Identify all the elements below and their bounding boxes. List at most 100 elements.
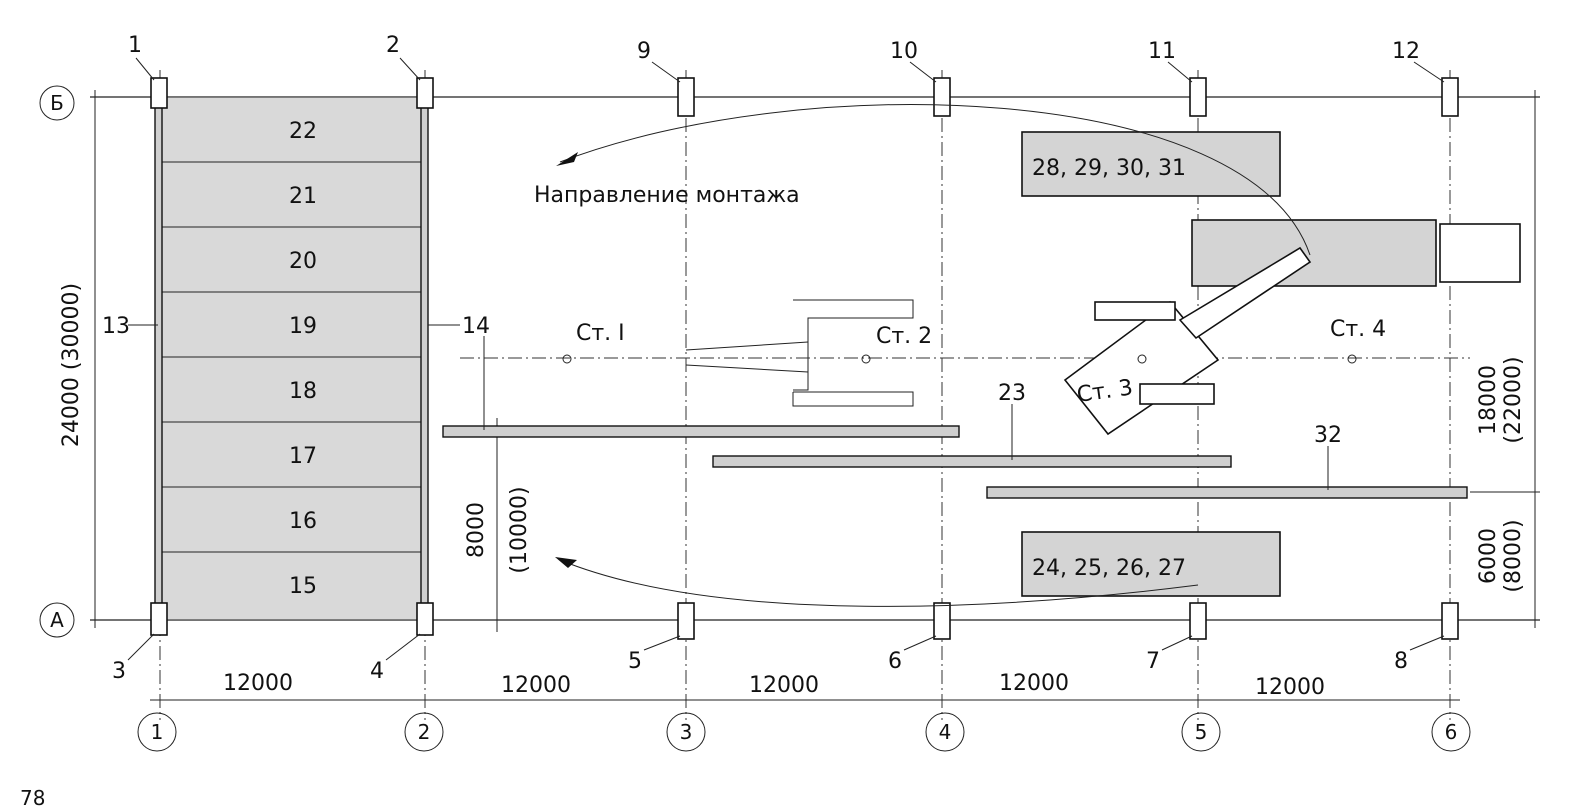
slab-18 [159,356,426,423]
column-7 [1189,602,1207,640]
axis-bubble-1 [137,712,177,752]
leader-col-4 [385,633,421,661]
leader-col-1 [135,57,155,81]
block-label-bottom: 24, 25, 26, 27 [1032,556,1186,581]
station-point-2 [861,354,871,364]
leader-col-6 [903,635,937,651]
station-label-1: Ст. I [576,321,625,346]
span-dimension-2: 12000 [501,673,571,698]
column-number-8: 8 [1394,649,1408,674]
column-5 [677,602,695,640]
side-beam-label-13: 13 [102,314,130,339]
station-point-1 [562,354,572,364]
direction-label: Направление монтажа [534,183,800,208]
slab-15 [159,551,426,621]
column-number-3: 3 [112,659,126,684]
axis-bubble-a [39,602,75,638]
slab-label-22: 22 [289,119,317,144]
crane-boom-st3 [1178,246,1312,340]
leader-col-5 [643,635,681,651]
left-height-dimension: 24000 (30000) [59,283,84,447]
mid-height-dimension-alt: (10000) [507,486,532,573]
crane-body-st3 [1063,300,1220,436]
leader-col-3 [127,633,155,661]
direction-arc-bottom [559,559,1199,607]
crane-boom-st2 [685,341,809,351]
leader-col-7 [1161,635,1193,651]
slab-20 [159,226,426,293]
leader-col-10 [909,61,937,83]
side-beam-13 [154,96,163,621]
column-number-11: 11 [1148,39,1176,64]
crane-outline-st2 [793,299,914,391]
column-number-6: 6 [888,649,902,674]
axis-bubble-6 [1431,712,1471,752]
beam-label-23: 23 [998,381,1026,406]
column-number-10: 10 [890,39,918,64]
station-label-2: Ст. 2 [876,324,932,349]
axis-label-5: 5 [1195,720,1208,744]
span-dimension-5: 12000 [1255,675,1325,700]
column-number-7: 7 [1146,649,1160,674]
span-dimension-4: 12000 [999,671,1069,696]
side-beam-label-14: 14 [462,314,490,339]
column-number-5: 5 [628,649,642,674]
direction-arrow-bottom [555,557,577,568]
column-8 [1441,602,1459,640]
crane-outrigger-st3-a [1094,301,1176,321]
column-3 [150,602,168,636]
beam-label-32: 32 [1314,423,1342,448]
axis-label-6: 6 [1445,720,1458,744]
truck-cabin [1439,223,1521,283]
column-4 [416,602,434,636]
crane-outrigger-st3-b [1139,383,1215,405]
page-number: 78 [20,786,45,810]
slab-label-19: 19 [289,314,317,339]
right-bottom-dimension: 6000 [1476,528,1501,584]
span-dimension-3: 12000 [749,673,819,698]
side-beam-14 [420,96,429,621]
block-stack-bottom [1021,531,1281,597]
column-number-12: 12 [1392,39,1420,64]
column-12 [1441,77,1459,117]
column-6 [933,602,951,640]
crane-outline-st2-b [792,391,914,407]
column-11 [1189,77,1207,117]
leader-col-8 [1409,635,1445,651]
slab-16 [159,486,426,553]
axis-label-2: 2 [418,720,431,744]
crane-boom-st2-b [685,364,809,373]
column-9 [677,77,695,117]
right-top-dimension-alt: (22000) [1501,356,1526,443]
column-number-4: 4 [370,659,384,684]
column-2 [416,77,434,109]
beam-14 [442,425,960,438]
axis-bubble-3 [666,712,706,752]
column-number-9: 9 [637,39,651,64]
columns [150,77,1459,640]
station-point-4 [1347,354,1357,364]
column-1 [150,77,168,109]
right-top-dimension: 18000 [1476,365,1501,435]
beam-23 [712,455,1232,468]
span-dimension-1: 12000 [223,671,293,696]
leader-col-9 [651,61,681,83]
station-label-4: Ст. 4 [1330,317,1386,342]
slab-label-17: 17 [289,444,317,469]
slab-label-15: 15 [289,574,317,599]
beam-32 [986,486,1468,499]
slab-label-18: 18 [289,379,317,404]
station-point-3 [1137,354,1147,364]
column-number-1: 1 [128,33,142,58]
leader-col-2 [399,57,421,81]
axis-bubble-2 [404,712,444,752]
axis-label-4: 4 [939,720,952,744]
slab-group: 22 21 20 19 18 17 16 15 [154,96,429,621]
leader-col-12 [1413,61,1445,83]
direction-arrow-top [556,152,578,166]
axis-label-1: 1 [151,720,164,744]
axis-label-a: А [50,608,64,632]
axis-bubble-5 [1181,712,1221,752]
right-bottom-dimension-alt: (8000) [1501,519,1526,592]
